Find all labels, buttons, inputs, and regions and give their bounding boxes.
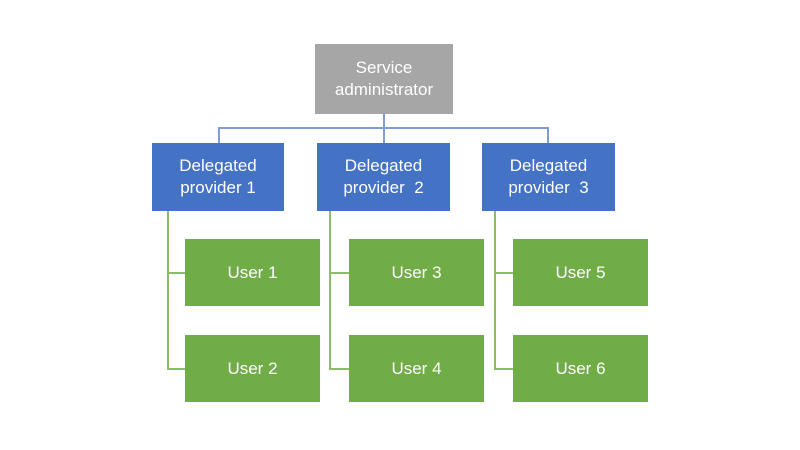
node-delegated-provider-2: Delegated provider 2 xyxy=(317,143,450,211)
connector-provider2-user3 xyxy=(329,272,350,274)
connector-provider1-user1 xyxy=(167,272,186,274)
connector-provider1-user2 xyxy=(167,368,186,370)
connector-provider3-vertical xyxy=(494,211,496,369)
node-service-administrator: Service administrator xyxy=(315,44,453,114)
connector-drop-provider-1 xyxy=(218,127,220,143)
node-user-1: User 1 xyxy=(185,239,320,306)
connector-provider2-user4 xyxy=(329,368,350,370)
connector-root-vertical xyxy=(383,114,385,143)
connector-root-horizontal xyxy=(218,127,549,129)
connector-drop-provider-3 xyxy=(547,127,549,143)
node-delegated-provider-1: Delegated provider 1 xyxy=(152,143,284,211)
node-user-6: User 6 xyxy=(513,335,648,402)
connector-provider1-vertical xyxy=(167,211,169,369)
connector-provider3-user6 xyxy=(494,368,514,370)
connector-provider2-vertical xyxy=(329,211,331,369)
node-user-5: User 5 xyxy=(513,239,648,306)
node-user-2: User 2 xyxy=(185,335,320,402)
node-user-3: User 3 xyxy=(349,239,484,306)
connector-provider3-user5 xyxy=(494,272,514,274)
node-user-4: User 4 xyxy=(349,335,484,402)
node-delegated-provider-3: Delegated provider 3 xyxy=(482,143,615,211)
